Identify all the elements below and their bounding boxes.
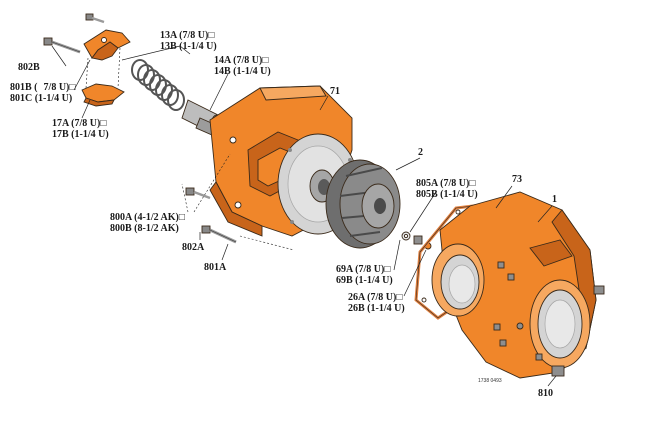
- label-1: 1: [552, 194, 557, 205]
- checkbox-icon: □: [208, 30, 214, 41]
- label-800A-text: 800A (4-1/2 AK): [110, 212, 179, 223]
- label-69A-text: 69A (7/8 U): [336, 264, 384, 275]
- label-13A-text: 13A (7/8 U): [160, 30, 208, 41]
- impeller-2: [325, 159, 401, 249]
- bolt-800: [185, 187, 211, 200]
- label-805B: 805B (1-1/4 U): [416, 189, 478, 200]
- label-13B: 13B (1-1/4 U): [160, 41, 217, 52]
- label-13A: 13A (7/8 U)□: [160, 30, 214, 41]
- bolt-801A: [201, 225, 237, 244]
- label-810: 810: [538, 388, 553, 399]
- label-801B-prefix: 801B (: [10, 82, 38, 93]
- label-802A: 802A: [182, 242, 205, 253]
- label-2: 2: [418, 147, 423, 158]
- checkbox-icon: □: [100, 118, 106, 129]
- checkbox-icon: □: [469, 178, 475, 189]
- reference-number: 1738 0493: [478, 378, 502, 384]
- pump-casing-1: [431, 191, 605, 379]
- checkbox-icon: □: [262, 55, 268, 66]
- clamp-upper-part: [83, 29, 131, 61]
- label-17A-text: 17A (7/8 U): [52, 118, 100, 129]
- checkbox-icon: □: [69, 82, 75, 93]
- checkbox-icon: □: [179, 212, 185, 223]
- label-805A: 805A (7/8 U)□: [416, 178, 475, 189]
- label-805A-text: 805A (7/8 U): [416, 178, 469, 189]
- label-69A: 69A (7/8 U)□: [336, 264, 390, 275]
- small-hardware: [401, 231, 432, 250]
- spring-13: [131, 59, 185, 111]
- label-71: 71: [330, 86, 340, 97]
- label-801C: 801C (1-1/4 U): [10, 93, 72, 104]
- label-802B: 802B: [18, 62, 40, 73]
- label-26A-text: 26A (7/8 U): [348, 292, 396, 303]
- checkbox-icon: □: [396, 292, 402, 303]
- label-800A: 800A (4-1/2 AK)□: [110, 212, 185, 223]
- label-17A: 17A (7/8 U)□: [52, 118, 106, 129]
- label-14A: 14A (7/8 U)□: [214, 55, 268, 66]
- label-801B-suffix: 7/8 U): [44, 82, 70, 93]
- drain-plug-810: [551, 365, 565, 377]
- label-73: 73: [512, 174, 522, 185]
- label-14B: 14B (1-1/4 U): [214, 66, 271, 77]
- label-26A: 26A (7/8 U)□: [348, 292, 402, 303]
- screw-top: [85, 13, 105, 24]
- bolt-802B: [43, 37, 81, 54]
- label-17B: 17B (1-1/4 U): [52, 129, 109, 140]
- label-801A: 801A: [204, 262, 227, 273]
- label-801B: 801B (□7/8 U)□: [10, 82, 75, 93]
- label-800B: 800B (8-1/2 AK): [110, 223, 179, 234]
- label-26B: 26B (1-1/4 U): [348, 303, 405, 314]
- label-69B: 69B (1-1/4 U): [336, 275, 393, 286]
- checkbox-icon: □: [384, 264, 390, 275]
- clamp-lower-part: [81, 83, 125, 107]
- label-14A-text: 14A (7/8 U): [214, 55, 262, 66]
